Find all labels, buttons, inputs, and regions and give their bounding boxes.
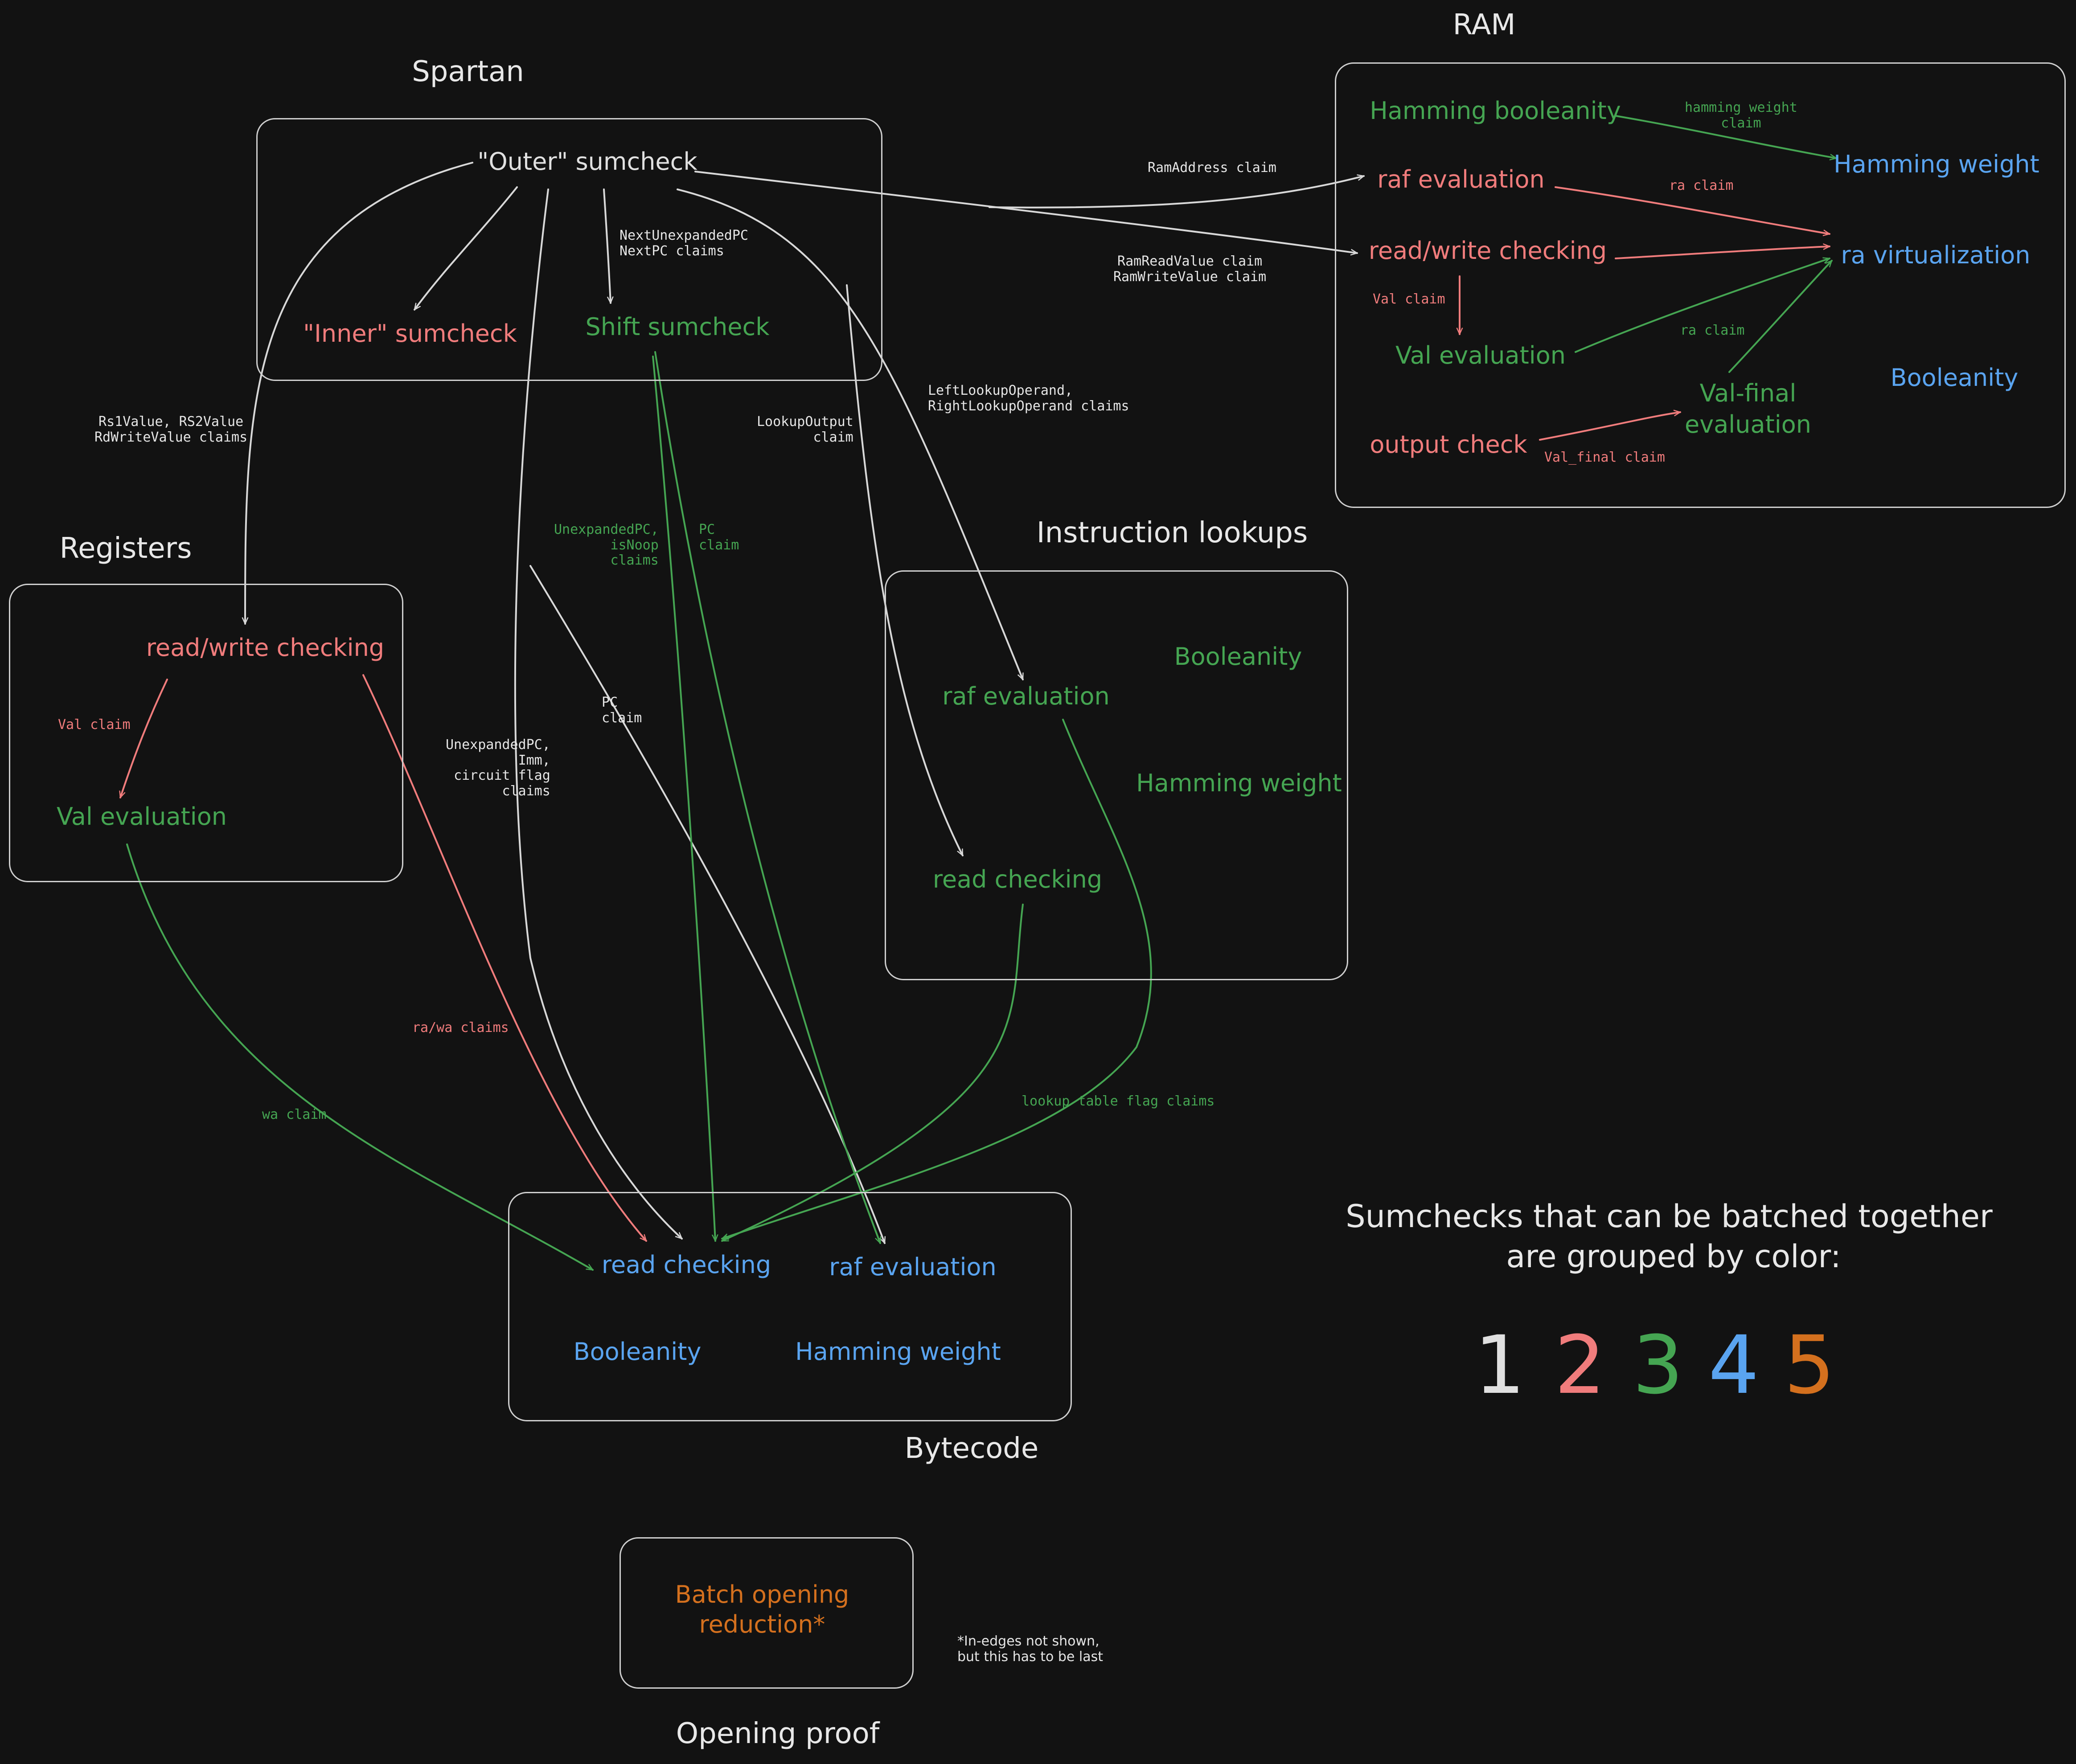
label-ra-wa-claims: ra/wa claims	[412, 1020, 509, 1035]
il-raf-evaluation-node: raf evaluation	[942, 682, 1110, 710]
bc-hamming-weight-node: Hamming weight	[795, 1338, 1001, 1366]
edge-outer-to-il-read	[846, 284, 964, 855]
bc-booleanity-node: Booleanity	[573, 1338, 702, 1366]
label-unexpanded-pc-imm-claims: UnexpandedPC, Imm, circuit flag claims	[446, 737, 550, 799]
ram-val-final-node-line1: Val-final	[1699, 379, 1797, 407]
instruction-lookups-title: Instruction lookups	[1036, 516, 1308, 549]
edge-il-raf-to-bc-read	[722, 719, 1152, 1239]
ram-hamming-weight-node: Hamming weight	[1834, 150, 2039, 178]
ram-val-final-node-line2: evaluation	[1684, 410, 1812, 438]
edge-ram-raf-to-ra-virt	[1555, 186, 1830, 234]
label-ram-address-claim: RamAddress claim	[1148, 160, 1276, 176]
edge-valfinal-to-ra-virt	[1728, 261, 1832, 373]
label-register-value-claims: Rs1Value, RS2Value RdWriteValue claims	[94, 414, 248, 445]
label-val-final-claim: Val_final claim	[1544, 450, 1665, 465]
ram-output-check-node: output check	[1370, 430, 1527, 458]
legend-number-5: 5	[1784, 1319, 1835, 1412]
edge-shift-to-bc-read-2	[654, 351, 880, 1243]
opening-proof-box	[620, 1537, 914, 1689]
edge-shift-to-bc-read-1	[652, 356, 715, 1241]
edge-hamming-booleanity-to-weight	[1615, 115, 1836, 158]
legend-line1: Sumchecks that can be batched together	[1346, 1198, 1993, 1235]
legend-number-4: 4	[1708, 1319, 1760, 1412]
legend-number-2: 2	[1554, 1319, 1606, 1412]
label-hamming-weight-claim: hamming weight claim	[1685, 100, 1797, 131]
label-ra-claim-1: ra claim	[1669, 178, 1734, 193]
edge-reg-rw-to-bc-read	[362, 674, 647, 1241]
edge-ram-rw-to-ra-virt	[1615, 246, 1830, 259]
ram-booleanity-node: Booleanity	[1890, 364, 2019, 392]
ram-ra-virtualization-node: ra virtualization	[1841, 241, 2031, 269]
il-hamming-weight-node: Hamming weight	[1136, 769, 1342, 797]
label-reg-val-claim: Val claim	[58, 717, 131, 733]
ram-title: RAM	[1452, 8, 1516, 41]
edge-outer-to-inner	[414, 186, 518, 310]
il-read-checking-node: read checking	[932, 865, 1103, 893]
footnote: *In-edges not shown, but this has to be …	[957, 1633, 1103, 1665]
instruction-lookups-box	[885, 570, 1348, 980]
legend-number-1: 1	[1474, 1319, 1526, 1412]
edge-output-to-valfinal	[1539, 412, 1680, 441]
label-ra-claim-2: ra claim	[1680, 323, 1745, 338]
edge-outer-to-bc-raf	[529, 565, 885, 1243]
il-booleanity-node: Booleanity	[1174, 643, 1302, 671]
ram-hamming-booleanity-node: Hamming booleanity	[1370, 97, 1621, 125]
edge-outer-to-ram-rw	[694, 171, 1357, 253]
registers-title: Registers	[59, 532, 192, 565]
edge-outer-to-il-raf	[677, 188, 1024, 679]
edge-outer-to-bc-read	[514, 188, 682, 1239]
ram-raf-evaluation-node: raf evaluation	[1377, 165, 1545, 193]
label-unexpanded-pc-isnoop-claims: UnexpandedPC, isNoop claims	[554, 522, 659, 568]
label-pc-claim-white: PC claim	[602, 695, 642, 726]
legend-number-3: 3	[1632, 1319, 1684, 1412]
label-wa-claim: wa claim	[262, 1107, 327, 1122]
outer-sumcheck-node: "Outer" sumcheck	[477, 147, 697, 176]
shift-sumcheck-node: Shift sumcheck	[585, 313, 770, 341]
edge-il-read-to-bc-read	[722, 904, 1024, 1242]
label-ram-read-write-value-claims: RamReadValue claim RamWriteValue claim	[1113, 254, 1267, 285]
edge-outer-to-ram-raf	[989, 176, 1364, 209]
batch-opening-node-line1: Batch opening	[675, 1580, 849, 1608]
bc-raf-evaluation-node: raf evaluation	[829, 1253, 997, 1281]
ram-read-write-checking-node: read/write checking	[1368, 237, 1607, 265]
label-next-pc-claims: NextUnexpandedPC NextPC claims	[620, 228, 748, 259]
reg-read-write-checking-node: read/write checking	[146, 634, 385, 662]
inner-sumcheck-node: "Inner" sumcheck	[303, 319, 517, 348]
batch-opening-node-line2: reduction*	[699, 1610, 825, 1638]
reg-val-evaluation-node: Val evaluation	[56, 802, 227, 831]
registers-box	[9, 584, 403, 882]
ram-val-evaluation-node: Val evaluation	[1395, 341, 1566, 369]
ram-box	[1335, 62, 2066, 508]
label-lookup-output-claim: LookupOutput claim	[757, 414, 853, 445]
label-ram-val-claim: Val claim	[1373, 291, 1445, 307]
edge-reg-rw-to-reg-val	[120, 679, 168, 798]
legend-line2: are grouped by color:	[1506, 1238, 1841, 1275]
edge-ram-val-to-ra-virt	[1575, 258, 1830, 353]
bytecode-title: Bytecode	[904, 1432, 1039, 1465]
bytecode-box	[508, 1192, 1072, 1421]
label-pc-claim-green: PC claim	[699, 522, 739, 553]
spartan-box	[256, 118, 882, 381]
edge-reg-val-to-bc-read	[126, 843, 593, 1271]
edge-outer-to-reg-rw	[245, 162, 473, 625]
label-lookup-table-flag-claims: lookup table flag claims	[1022, 1093, 1215, 1109]
spartan-title: Spartan	[412, 55, 524, 88]
bc-read-checking-node: read checking	[601, 1251, 771, 1279]
edge-outer-to-shift	[603, 188, 611, 304]
label-lookup-operand-claims: LeftLookupOperand, RightLookupOperand cl…	[928, 383, 1129, 414]
opening-proof-title: Opening proof	[676, 1717, 880, 1750]
